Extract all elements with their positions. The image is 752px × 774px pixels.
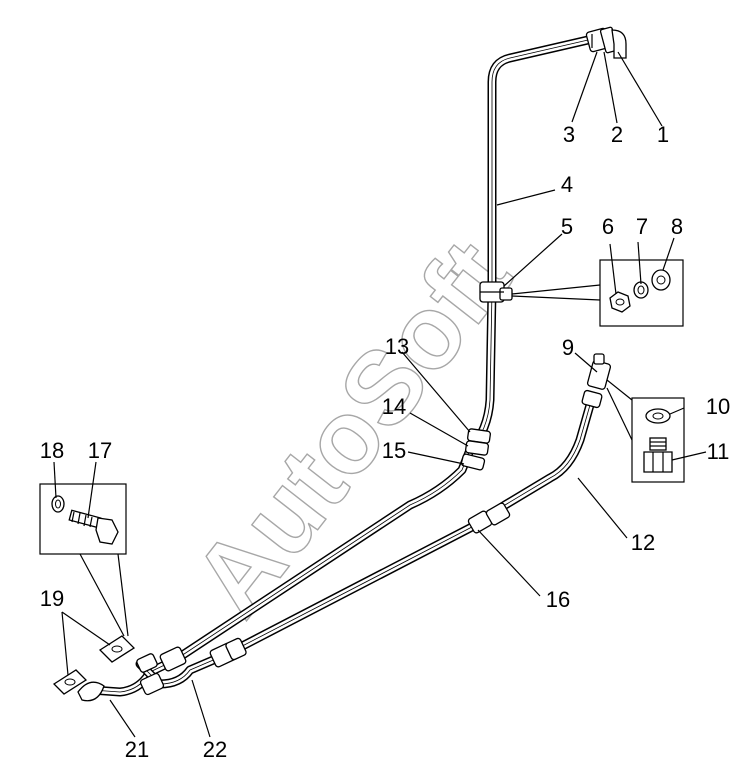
clamp — [479, 281, 513, 303]
callout-15: 15 — [382, 438, 406, 463]
elbow-fitting — [585, 26, 627, 59]
callout-11: 11 — [707, 439, 730, 464]
callout-6: 6 — [602, 214, 614, 239]
callout-16: 16 — [546, 587, 570, 612]
detail-box-nut-washers — [511, 259, 684, 327]
callout-3: 3 — [563, 122, 575, 147]
callout-21: 21 — [125, 737, 149, 762]
callout-12: 12 — [631, 530, 655, 555]
callout-7: 7 — [636, 214, 648, 239]
callout-14: 14 — [382, 394, 406, 419]
callout-10: 10 — [706, 394, 730, 419]
callout-9: 9 — [562, 335, 574, 360]
pipe-upper — [170, 35, 593, 665]
connector-9 — [581, 353, 612, 409]
callout-13: 13 — [385, 334, 409, 359]
coupling-lower — [467, 502, 511, 534]
callout-17: 17 — [88, 438, 112, 463]
callout-4: 4 — [561, 172, 573, 197]
pipe-lower — [220, 393, 597, 660]
callout-1: 1 — [657, 122, 669, 147]
detail-box-plug-washer — [606, 379, 685, 483]
detail-box-bolt-washer — [39, 483, 129, 637]
coupling-upper — [460, 428, 491, 471]
callout-19: 19 — [40, 586, 64, 611]
callout-labels: 1 2 3 4 5 6 7 8 9 10 11 12 13 14 15 16 1… — [40, 122, 730, 762]
callout-18: 18 — [40, 438, 64, 463]
callout-22: 22 — [203, 737, 227, 762]
flange-gaskets — [52, 635, 136, 702]
callout-5: 5 — [561, 214, 573, 239]
bottom-couplings — [136, 637, 247, 696]
callout-2: 2 — [611, 122, 623, 147]
callout-8: 8 — [671, 214, 683, 239]
leader-lines — [53, 51, 707, 738]
